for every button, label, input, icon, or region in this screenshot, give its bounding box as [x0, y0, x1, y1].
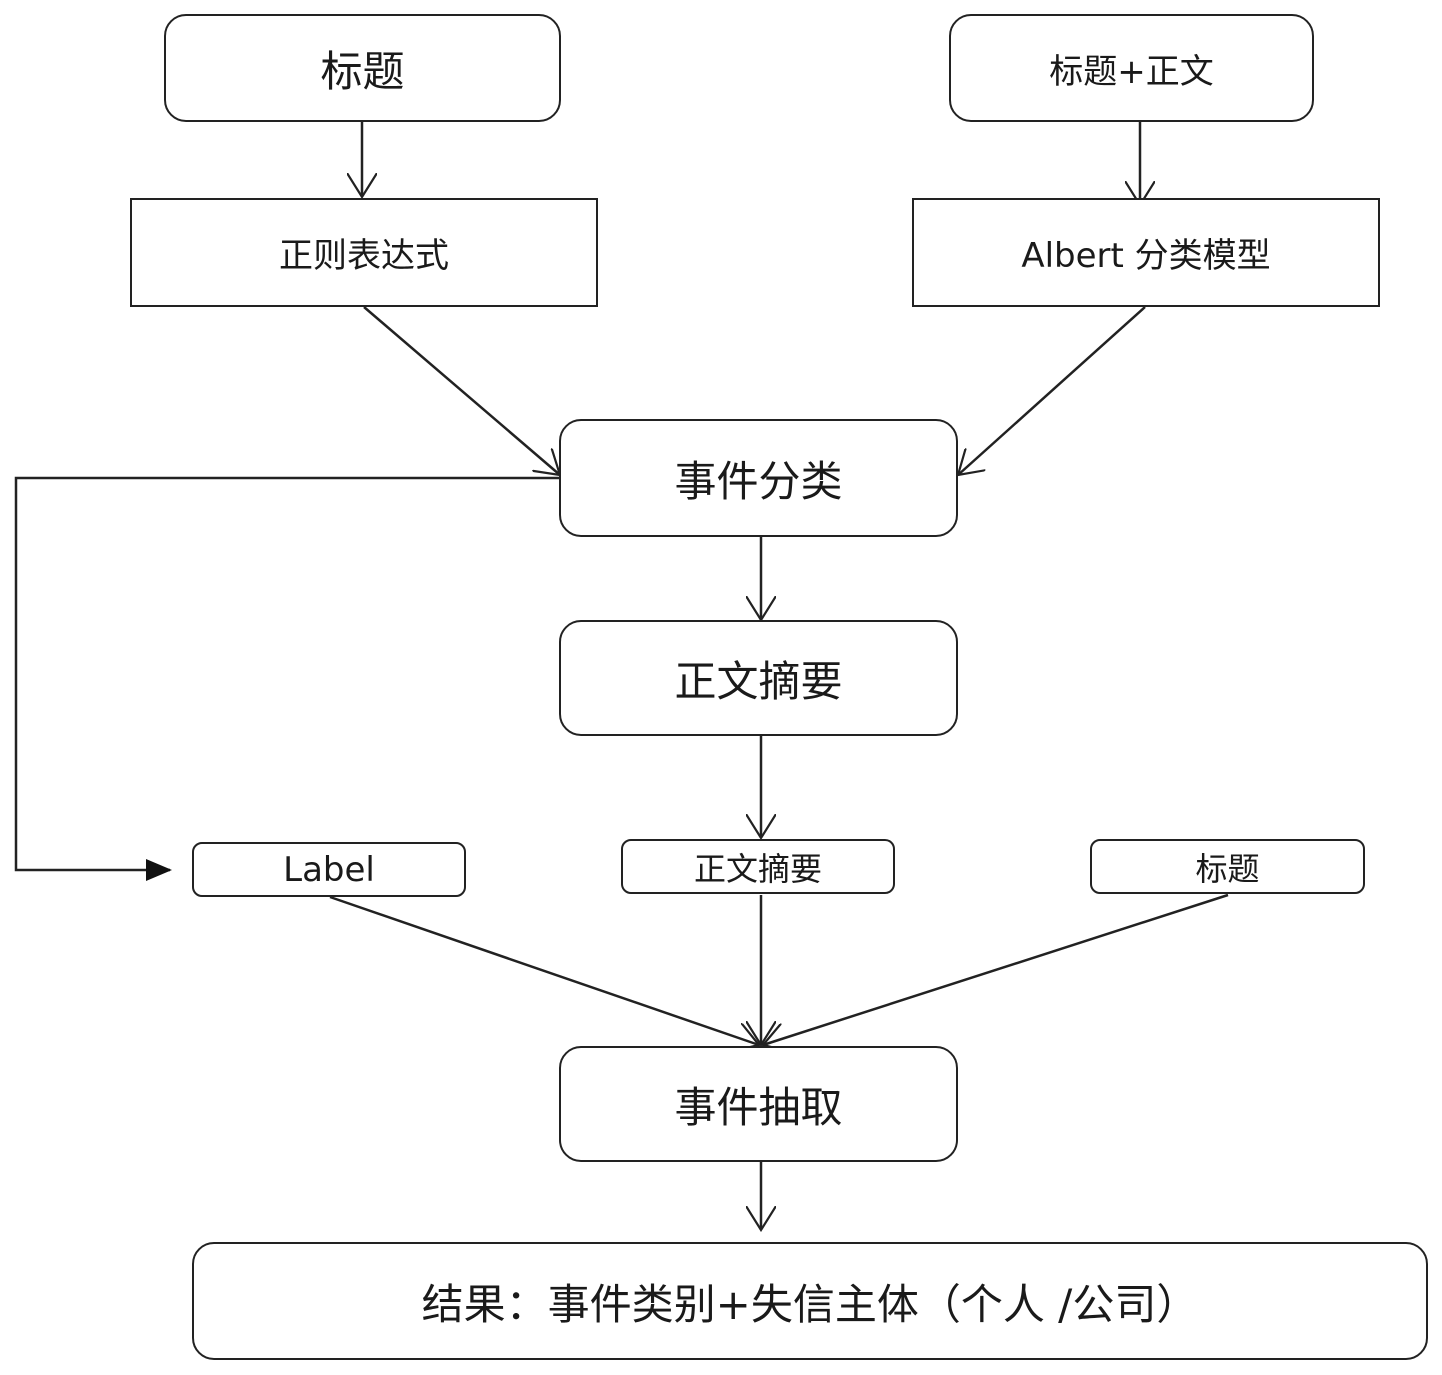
node-title-input: 标题: [164, 14, 561, 122]
edge-regex-to-classification: [363, 306, 560, 475]
node-label: 正文摘要: [693, 849, 822, 888]
edge-classification-to-label: [14, 476, 560, 881]
node-title-small: 标题: [1090, 839, 1365, 894]
node-label: 正则表达式: [279, 236, 449, 276]
node-label: 标题: [320, 46, 405, 96]
node-title-body-input: 标题+正文: [949, 14, 1314, 122]
node-label-box: Label: [192, 842, 466, 897]
node-label: Albert 分类模型: [1021, 236, 1271, 276]
node-label: 标题+正文: [1049, 51, 1214, 92]
node-result: 结果：事件类别+失信主体（个人 /公司）: [192, 1242, 1428, 1360]
node-label: 结果：事件类别+失信主体（个人 /公司）: [421, 1279, 1199, 1329]
node-label: 事件分类: [674, 456, 843, 506]
edge-label-to-extraction: [329, 895, 759, 1045]
node-label: 标题: [1195, 849, 1260, 888]
node-albert-model: Albert 分类模型: [912, 198, 1380, 307]
node-label: 事件抽取: [674, 1082, 843, 1132]
node-label: 正文摘要: [674, 656, 843, 706]
node-body-summary: 正文摘要: [559, 620, 958, 736]
edge-title-small-to-extraction: [763, 893, 1229, 1045]
node-event-extraction: 事件抽取: [559, 1046, 958, 1162]
node-event-classification: 事件分类: [559, 419, 958, 537]
edge-albert-to-classification: [958, 306, 1146, 475]
node-label: Label: [283, 849, 375, 890]
node-regex: 正则表达式: [130, 198, 598, 307]
node-body-summary-small: 正文摘要: [621, 839, 895, 894]
